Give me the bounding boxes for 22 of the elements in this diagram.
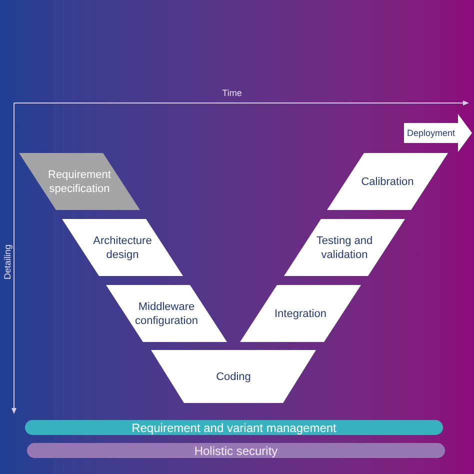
deployment-arrow: [404, 114, 472, 152]
phase-label: Calibration: [361, 174, 414, 188]
band-label: Requirement and variant management: [132, 420, 336, 434]
phase-label: Coding: [216, 370, 251, 384]
phase-label: Integration: [274, 306, 326, 320]
phase-parallelogram: [19, 153, 140, 210]
phase-parallelogram: [284, 219, 405, 276]
phase-parallelogram: [106, 285, 227, 342]
band-label: Holistic security: [194, 444, 278, 458]
phase-parallelogram: [327, 153, 448, 210]
phase-label: Middleware configuration: [134, 300, 199, 328]
phase-parallelogram: [240, 285, 361, 342]
phase-parallelogram: [62, 219, 183, 276]
phase-label: Requirement specification: [47, 168, 112, 196]
phase-label: Deployment: [406, 128, 456, 138]
phase-label: Architecture design: [92, 234, 153, 262]
lifecycle-band: [27, 443, 445, 458]
axis-label: Time: [222, 88, 242, 99]
phase-label: Testing and validation: [315, 234, 374, 262]
axis-label: Detailing: [2, 244, 14, 280]
coding-trapezoid: [151, 350, 316, 403]
lifecycle-band: [25, 420, 443, 435]
